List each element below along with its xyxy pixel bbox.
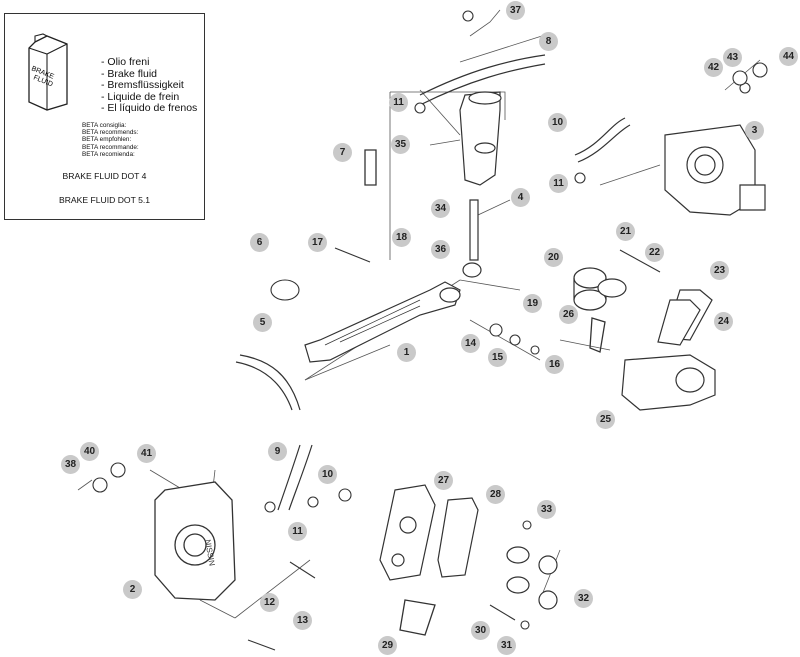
callout-33: 33 xyxy=(537,500,556,519)
callout-7: 7 xyxy=(333,143,352,162)
callout-40: 40 xyxy=(80,442,99,461)
callout-10: 10 xyxy=(548,113,567,132)
callout-38: 38 xyxy=(61,455,80,474)
front-pistons-33 xyxy=(506,546,558,610)
rear-caliper-3 xyxy=(664,124,766,216)
callout-31: 31 xyxy=(497,636,516,655)
callout-12: 12 xyxy=(260,593,279,612)
callout-2: 2 xyxy=(123,580,142,599)
recommend-es: BETA recomienda: xyxy=(82,150,135,158)
small-hardware xyxy=(92,10,768,651)
callout-26: 26 xyxy=(559,305,578,324)
pistons-21 xyxy=(573,267,627,311)
callout-43: 43 xyxy=(723,48,742,67)
pads-25 xyxy=(657,289,713,346)
recommend-de: BETA empfohlen: xyxy=(82,136,132,144)
callout-34: 34 xyxy=(431,199,450,218)
front-caliper-2: NISSIN xyxy=(154,481,236,601)
callout-3: 3 xyxy=(745,121,764,140)
hose-lower-left xyxy=(235,354,301,411)
callout-1: 1 xyxy=(397,343,416,362)
callout-28: 28 xyxy=(486,485,505,504)
brake-fluid-info-box: BRAKE FLUID - Olio freni - Brake fluid -… xyxy=(4,13,205,220)
callout-11: 11 xyxy=(288,522,307,541)
callout-11: 11 xyxy=(389,93,408,112)
fluid-name-es: - El líquido de frenos xyxy=(101,102,198,115)
dot4-label: BRAKE FLUID DOT 4 xyxy=(62,171,147,181)
fluid-name-fr: - Liquide de frein xyxy=(101,90,180,103)
spring-clips xyxy=(364,149,606,636)
fluid-name-list: - Olio freni - Brake fluid - Bremsflüssi… xyxy=(101,56,198,115)
callout-22: 22 xyxy=(645,243,664,262)
fluid-name-de: - Bremsflüssigkeit xyxy=(101,79,184,92)
caliper-bracket-26 xyxy=(621,354,716,411)
callout-23: 23 xyxy=(710,261,729,280)
callout-4: 4 xyxy=(511,188,530,207)
callout-27: 27 xyxy=(434,471,453,490)
callout-5: 5 xyxy=(253,313,272,332)
recommend-it: BETA consiglia: xyxy=(82,122,127,129)
callout-18: 18 xyxy=(392,228,411,247)
callout-14: 14 xyxy=(461,334,480,353)
callout-21: 21 xyxy=(616,222,635,241)
callout-42: 42 xyxy=(704,58,723,77)
callout-30: 30 xyxy=(471,621,490,640)
recommend-list: BETA consiglia: BETA recommends: BETA em… xyxy=(82,122,139,158)
callout-17: 17 xyxy=(308,233,327,252)
callout-29: 29 xyxy=(378,636,397,655)
callout-32: 32 xyxy=(574,589,593,608)
callout-24: 24 xyxy=(714,312,733,331)
callout-44: 44 xyxy=(779,47,798,66)
recommend-en: BETA recommends: xyxy=(82,129,139,137)
callout-6: 6 xyxy=(250,233,269,252)
callout-10: 10 xyxy=(318,465,337,484)
dot51-label: BRAKE FLUID DOT 5.1 xyxy=(58,195,151,205)
fluid-name-it: - Olio freni xyxy=(101,56,150,68)
fluid-name-en: - Brake fluid xyxy=(101,67,158,80)
callout-15: 15 xyxy=(488,348,507,367)
callout-9: 9 xyxy=(268,442,287,461)
hose-8 xyxy=(419,54,546,106)
hose-9 xyxy=(277,444,313,511)
callout-11: 11 xyxy=(549,174,568,193)
callout-35: 35 xyxy=(391,135,410,154)
callout-13: 13 xyxy=(293,611,312,630)
brake-fluid-bottle-icon: BRAKE FLUID xyxy=(28,33,68,111)
front-bracket-28 xyxy=(379,484,436,581)
rear-brake-pedal xyxy=(304,281,461,363)
callout-41: 41 xyxy=(137,444,156,463)
callout-25: 25 xyxy=(596,410,615,429)
callout-8: 8 xyxy=(539,32,558,51)
callout-20: 20 xyxy=(544,248,563,267)
front-pads-29 xyxy=(437,497,479,578)
callout-19: 19 xyxy=(523,294,542,313)
rear-master-cylinder xyxy=(459,91,502,278)
callout-36: 36 xyxy=(431,240,450,259)
callout-37: 37 xyxy=(506,1,525,20)
hose-10-rear xyxy=(574,117,631,163)
recommend-fr: BETA recommande: xyxy=(82,143,139,151)
callout-16: 16 xyxy=(545,355,564,374)
